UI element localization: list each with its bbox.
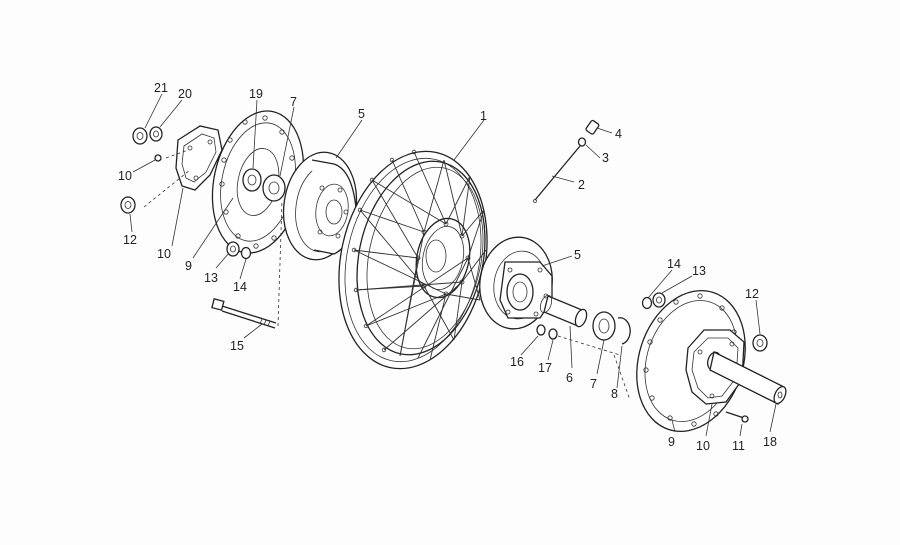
part-20-washer: [149, 126, 163, 142]
callout-5-right: 5: [574, 248, 581, 262]
part-12-nut-right: [752, 334, 768, 352]
part-7-bearing-right: [592, 311, 616, 341]
callout-10-left-bracket: 10: [157, 247, 171, 261]
callout-2: 2: [578, 178, 585, 192]
callout-8: 8: [611, 387, 618, 401]
leader-lines: [129, 93, 777, 437]
callout-3: 3: [602, 151, 609, 165]
callout-labels: 21 20 10 12 10 9 13 14 19 7 5 1 2 3 4 5 …: [118, 81, 777, 453]
callout-17: 17: [538, 361, 552, 375]
part-1-spoked-wheel: [338, 149, 488, 370]
part-6-spacer-tube: [539, 294, 588, 328]
callout-16: 16: [510, 355, 524, 369]
callout-5-left: 5: [358, 107, 365, 121]
callout-18: 18: [763, 435, 777, 449]
callout-21: 21: [154, 81, 168, 95]
callout-9-left: 9: [185, 259, 192, 273]
part-14-washer-left: [240, 246, 252, 260]
part-18-axle: [707, 351, 787, 405]
part-16-bushing: [536, 324, 546, 336]
callout-19: 19: [249, 87, 263, 101]
callout-11: 11: [732, 439, 745, 453]
callout-6: 6: [566, 371, 573, 385]
part-10-screw-left: [154, 154, 162, 162]
callout-12-left: 12: [123, 233, 137, 247]
part-19-bearing: [242, 168, 262, 192]
callout-20: 20: [178, 87, 192, 101]
callout-1: 1: [480, 109, 487, 123]
part-15-bolt: [211, 298, 277, 329]
callout-13-right: 13: [692, 264, 706, 278]
callout-9-right: 9: [668, 435, 675, 449]
callout-7-left: 7: [290, 95, 297, 109]
part-17-washer: [548, 328, 558, 340]
part-4-spoke-nipple: [585, 119, 600, 135]
part-13-washer-right: [652, 292, 666, 308]
callout-10-right: 10: [696, 439, 710, 453]
part-14-washer-right: [641, 296, 653, 310]
callout-13-left: 13: [204, 271, 218, 285]
part-7-bearing-left: [262, 174, 286, 202]
callout-7-right: 7: [590, 377, 597, 391]
part-21-nut: [132, 127, 148, 145]
part-8-circlip: [617, 317, 631, 345]
part-2-spoke: [533, 145, 581, 203]
part-10-bracket-left: [175, 125, 223, 191]
callout-15: 15: [230, 339, 244, 353]
part-11-screw: [725, 411, 749, 423]
wheel-spokes: [353, 151, 487, 361]
callout-4: 4: [615, 127, 622, 141]
callout-12-right: 12: [745, 287, 759, 301]
callout-10-left-screw: 10: [118, 169, 132, 183]
part-12-nut-left: [120, 196, 136, 214]
part-5-brake-drum-right: [479, 236, 553, 330]
part-13-washer-left: [226, 241, 240, 257]
callout-14-right: 14: [667, 257, 681, 271]
callout-14-left: 14: [233, 280, 247, 294]
part-3-washer: [577, 137, 587, 147]
assembly-center-lines: [143, 149, 631, 401]
